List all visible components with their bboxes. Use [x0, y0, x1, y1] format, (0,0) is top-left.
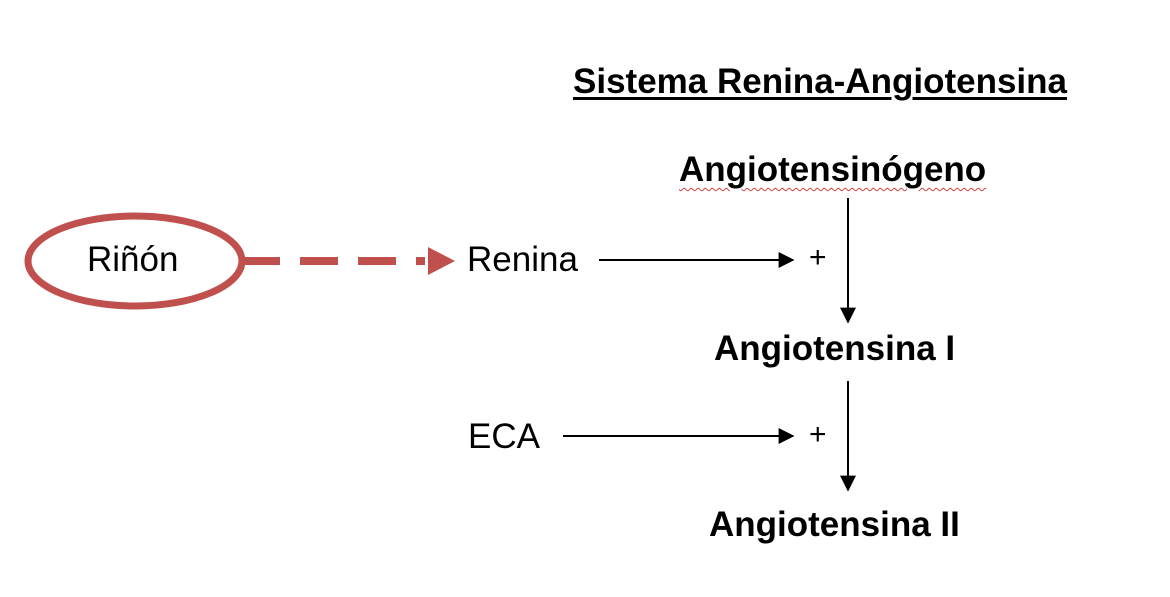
node-rinon: Riñón: [87, 240, 179, 279]
diagram-title: Sistema Renina-Angiotensina: [573, 62, 1067, 101]
node-angiotensinogeno: Angiotensinógeno: [679, 150, 987, 189]
node-renina: Renina: [467, 240, 578, 279]
node-eca: ECA: [468, 417, 540, 456]
plus-sign-renina: +: [809, 241, 827, 274]
kidney-to-renina-arrowhead: [428, 247, 455, 275]
node-angiotensina-i: Angiotensina I: [714, 329, 956, 368]
plus-sign-eca: +: [809, 418, 827, 451]
node-angiotensina-ii: Angiotensina II: [709, 505, 960, 544]
